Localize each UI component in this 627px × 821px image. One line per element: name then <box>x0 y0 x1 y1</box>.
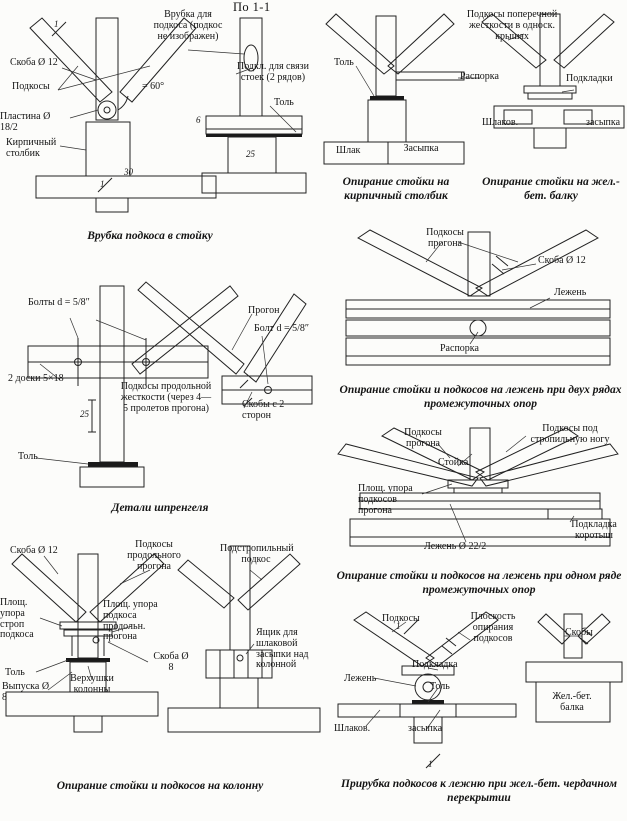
section-mark-1-bottom-2: 1 <box>428 759 433 769</box>
label-stoyka: Стойка <box>438 457 469 468</box>
label-zasypka-2: засыпка <box>586 117 621 128</box>
drawing-prirubka <box>337 611 623 769</box>
label-vypuska-8: Выпуска Ø 8 <box>2 681 50 703</box>
label-tol-2: Толь <box>334 57 354 68</box>
caption-prirubka: Прирубка подкосов к лежню при жел.-бет. … <box>341 778 617 804</box>
label-progon: Прогон <box>248 305 280 316</box>
label-podkladka-svyazi-stoek: Подкл. для связи стоек (2 рядов) <box>237 61 309 83</box>
caption-kolonna: Опирание стойки и подкосов на колонну <box>56 780 264 792</box>
label-lezhen-2: Лежень <box>344 673 377 684</box>
label-zasypka-3: засыпка <box>408 723 443 734</box>
label-angle-60: = 60° <box>142 81 165 92</box>
label-skoba-12-3: Скоба Ø 12 <box>10 545 58 556</box>
label-podkladka: Подкладка <box>412 659 458 670</box>
label-podstropilny-podkos: Подстропильный подкос <box>220 543 294 565</box>
label-rasporka-2: Распорка <box>440 343 479 354</box>
dim-30: 30 <box>124 167 133 177</box>
label-tol-5: Толь <box>430 681 450 692</box>
label-yashchik-zasypki: Ящик для шлаковой засыпки над колонной <box>256 627 309 671</box>
label-tol: Толь <box>274 97 294 108</box>
section-mark-1-bottom: 1 <box>100 179 105 189</box>
label-bolty: Болты d = 5/8″ <box>28 297 90 308</box>
label-skoby: Скобы <box>565 627 593 638</box>
label-skoby-2-storon: Скобы с 2 сторон <box>242 399 285 421</box>
section-mark-1-top-2: 1 <box>396 621 401 631</box>
label-ploshch-upora-prodoln: Площ. упора подкоса продольн. прогона <box>103 599 158 643</box>
section-callout-title: По 1-1 <box>233 0 271 14</box>
label-lezhen-22: Лежень Ø 22/2 <box>424 541 487 552</box>
panel-lezhen-odin-ryad: Подкосы под стропильную ногу Подкосы про… <box>330 423 627 609</box>
label-zhelbet-balka: Жел.-бет. балка <box>552 691 592 713</box>
drawing-opiranie-stoyki <box>323 13 625 165</box>
drawing-lezhen-odin-ryad <box>337 427 619 547</box>
caption-shprengel: Детали шпренгеля <box>111 502 209 514</box>
label-bolt: Болт d = 5/8″ <box>254 323 310 334</box>
caption-balka: Опирание стойки на жел.-бет. балку <box>482 176 620 202</box>
dim-25: 25 <box>246 149 255 159</box>
panel-opiranie-stoyki: Толь Подкосы поперечной жесткости в одно… <box>318 9 627 225</box>
label-podkosy-progona-2: Подкосы прогона <box>404 427 442 449</box>
label-podkladki: Подкладки <box>566 73 613 84</box>
label-doski: 2 доски 5×18 <box>8 373 64 384</box>
label-shlak: Шлак <box>336 145 361 156</box>
label-lezhen: Лежень <box>554 287 587 298</box>
caption-dva-ryada: Опирание стойки и подкосов на лежень при… <box>339 384 622 410</box>
label-podkladka-korotysh: Подкладка коротыш <box>571 519 617 541</box>
label-tol-4: Толь <box>5 667 25 678</box>
caption-vrubka: Врубка подкоса в стойку <box>87 230 213 242</box>
drawing-vrubka <box>29 17 307 213</box>
caption-stolbik: Опирание стойки на кирпичный столбик <box>342 176 450 202</box>
label-podkosy-stropilnuyu: Подкосы под стропильную ногу <box>530 423 610 445</box>
drawing-kolonna <box>5 545 321 733</box>
label-podkosy-progona: Подкосы прогона <box>426 227 464 249</box>
label-skoba-12-2: Скоба Ø 12 <box>538 255 586 266</box>
dim-25-2: 25 <box>80 409 89 419</box>
label-vrubka-dlya-podkosa: Врубка для подкоса (подкос не изображен) <box>153 9 223 42</box>
label-ploskost-opiraniya: Плоскость опирания подкосов <box>470 611 516 644</box>
label-podkosy-prodolnoy: Подкосы продольной жесткости (через 4—5 … <box>120 381 212 414</box>
label-kirpichny-stolbik: Кирпичный столбик <box>6 137 57 159</box>
label-skoba-8: Скоба Ø 8 <box>153 651 189 673</box>
label-podkosy-poperechnoy: Подкосы поперечной жесткости в односк. к… <box>466 9 558 42</box>
label-verkhushki-kolonny: Верхушки колонны <box>70 673 114 695</box>
label-ploshch-upora-progona: Площ. упора подкосов прогона <box>358 483 413 516</box>
panel-vrubka-podkosa: Врубка для подкоса (подкос не изображен)… <box>0 9 318 258</box>
label-podkosy-prodolnogo-progona: Подкосы продольного прогона <box>127 539 181 572</box>
caption-odin-ryad: Опирание стойки и подкосов на лежень при… <box>336 570 622 596</box>
label-podkosy: Подкосы <box>12 81 50 92</box>
section-mark-1-top: 1 <box>54 19 59 29</box>
panel-opiranie-kolonna: Скоба Ø 12 Подкосы продольного прогона П… <box>0 539 330 802</box>
drawing-lezhen-dva-ryada <box>345 229 611 366</box>
label-plastina: Пластина Ø 18/2 <box>0 111 51 133</box>
drawing-shprengel <box>27 281 313 488</box>
panel-prirubka: Подкосы Плоскость опирания подкосов Скоб… <box>330 610 627 821</box>
panel-detali-shprengelya: Болты d = 5/8″ Прогон Болт d = 5/8″ 2 до… <box>0 280 318 520</box>
label-ploshch-upora-strop: Площ. упора строп подкоса <box>0 597 34 641</box>
label-podkosy-2: Подкосы <box>382 613 420 624</box>
panel-lezhen-dva-ryada: Подкосы прогона Скоба Ø 12 Лежень Распор… <box>330 227 627 420</box>
label-shlakov-2: Шлаков. <box>334 723 371 734</box>
label-tol-3: Толь <box>18 451 38 462</box>
dim-6: 6 <box>196 115 201 125</box>
label-skoba-12: Скоба Ø 12 <box>10 57 58 68</box>
label-shlakov: Шлаков. <box>482 117 519 128</box>
label-rasporka: Распорка <box>460 71 499 82</box>
label-zasypka: Засыпка <box>403 143 439 154</box>
